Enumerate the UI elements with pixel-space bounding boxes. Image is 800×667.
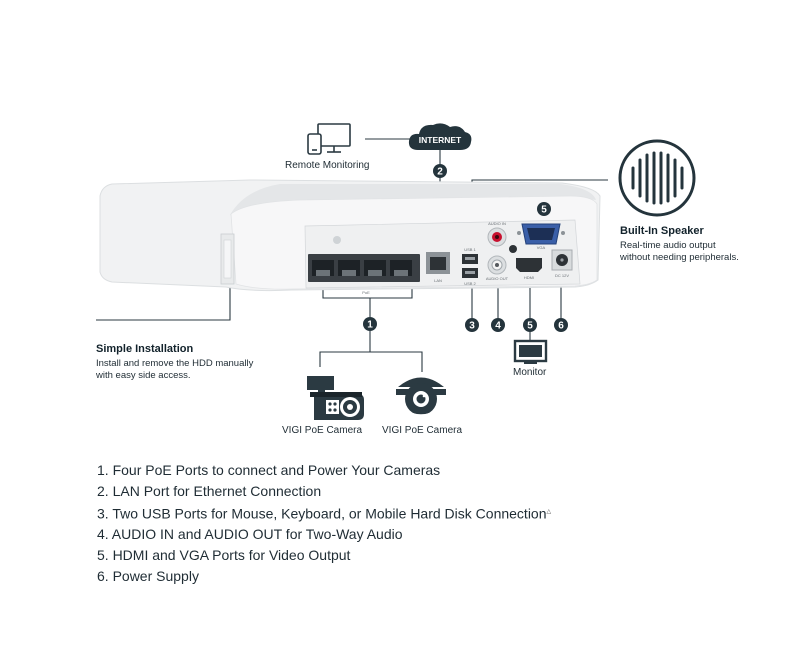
turret-camera-icon [396, 377, 446, 416]
poe-label: PoE [362, 290, 370, 295]
installation-desc-line1: Install and remove the HDD manually [96, 358, 254, 369]
lan-label: LAN [434, 278, 442, 283]
vga-label: VGA [537, 245, 546, 250]
svg-text:1: 1 [367, 320, 373, 331]
svg-text:5: 5 [541, 205, 547, 216]
usb2-label: USB 2 [464, 281, 476, 286]
installation-callout: Simple Installation Install and remove t… [96, 343, 253, 382]
device-port-labels: PoE LAN USB 1 USB 2 AUDIO IN AUDIO OUT H… [362, 221, 569, 295]
speaker-desc-line2: without needing peripherals. [620, 252, 739, 263]
feature-item: 5. HDMI and VGA Ports for Video Output [97, 546, 351, 563]
usb-ports [462, 254, 478, 278]
speaker-title: Built-In Speaker [620, 225, 704, 237]
callouts: 2 5 1 3 4 5 6 [363, 164, 568, 332]
audio-out-label: AUDIO OUT [486, 276, 509, 281]
callout-2: 2 [433, 164, 447, 178]
hdmi-label: HDMI [524, 275, 534, 280]
callout-1: 1 [363, 317, 377, 331]
internet-cloud-icon: INTERNET [408, 123, 472, 150]
feature-item: 6. Power Supply [97, 567, 199, 584]
svg-text:5: 5 [527, 321, 533, 332]
installation-title: Simple Installation [96, 343, 194, 355]
usb1-label: USB 1 [464, 247, 476, 252]
power-port [551, 249, 573, 271]
remote-monitoring-label: Remote Monitoring [285, 160, 370, 171]
svg-text:3: 3 [469, 321, 475, 332]
lan-port [426, 252, 450, 274]
camera-label-turret: VIGI PoE Camera [382, 425, 463, 436]
monitor-icon [513, 339, 548, 364]
callout-6: 6 [554, 318, 568, 332]
callout-3: 3 [465, 318, 479, 332]
feature-item: 3. Two USB Ports for Mouse, Keyboard, or… [97, 505, 552, 522]
internet-label: INTERNET [419, 135, 462, 145]
speaker-desc-line1: Real-time audio output [620, 240, 716, 251]
power-label: DC 12V [555, 273, 569, 278]
monitor-label: Monitor [513, 367, 547, 378]
remote-monitoring-icon [307, 123, 351, 155]
callout-5-bottom: 5 [523, 318, 537, 332]
feature-note-mark: △ [546, 508, 552, 515]
audio-in-label: AUDIO IN [488, 221, 506, 226]
features-list: 1. Four PoE Ports to connect and Power Y… [97, 460, 551, 586]
speaker-icon [618, 139, 696, 217]
hdmi-port [516, 258, 542, 272]
installation-desc-line2: with easy side access. [96, 370, 191, 381]
callout-4: 4 [491, 318, 505, 332]
feature-item: 1. Four PoE Ports to connect and Power Y… [97, 462, 441, 478]
svg-text:2: 2 [437, 167, 443, 178]
audio-ports [487, 227, 517, 275]
speaker-callout: Built-In Speaker Real-time audio output … [620, 225, 739, 264]
poe-ports [308, 254, 420, 282]
svg-text:6: 6 [558, 321, 564, 332]
bullet-camera-icon [307, 376, 364, 420]
svg-text:4: 4 [495, 321, 501, 332]
feature-item: 2. LAN Port for Ethernet Connection [97, 482, 322, 499]
callout-5-top: 5 [537, 202, 551, 216]
feature-item: 4. AUDIO IN and AUDIO OUT for Two-Way Au… [97, 526, 403, 543]
camera-label-bullet: VIGI PoE Camera [282, 425, 363, 436]
vga-port [517, 223, 565, 245]
